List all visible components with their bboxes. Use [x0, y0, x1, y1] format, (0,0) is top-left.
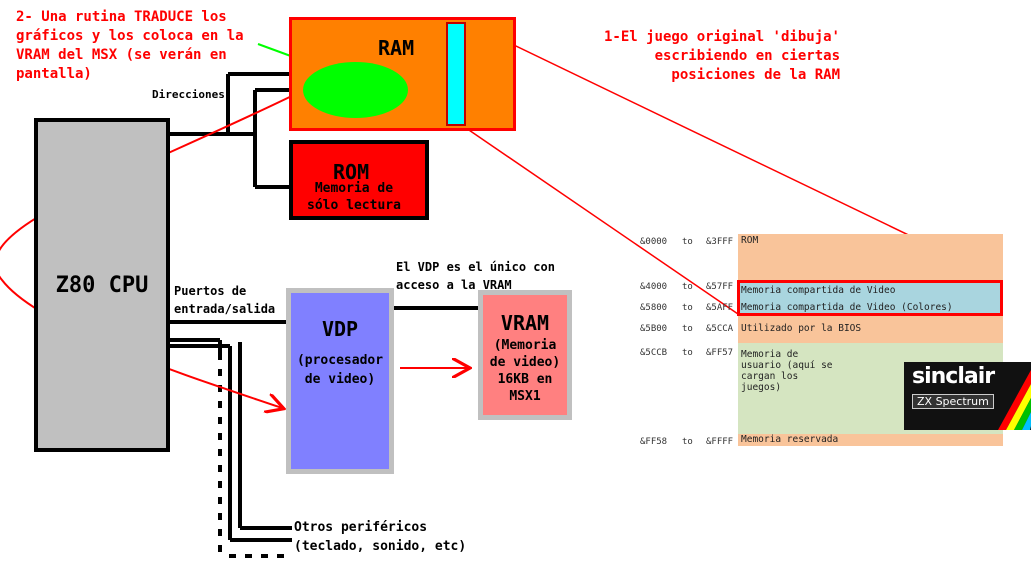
ram-to-map-line-bottom: [465, 127, 739, 315]
mm-end: &FFFF: [706, 437, 734, 447]
routine-note-line: pantalla): [16, 66, 92, 82]
vdp-sublabel-line: de video): [304, 372, 376, 387]
mm-row-reserved: Memoria reservada: [738, 434, 1003, 446]
ram-block: RAM: [289, 17, 516, 131]
mm-row-rom: ROM: [738, 234, 1003, 280]
original-note-line: escribiendo en ciertas: [654, 48, 840, 64]
vram-block: VRAM (Memoria de video) 16KB en MSX1: [478, 290, 572, 420]
mm-row-video-colors: Memoria compartida de Video (Colores): [738, 301, 1003, 315]
mm-to: to: [682, 303, 693, 313]
video-memory-highlight: [737, 280, 1003, 316]
sinclair-brand: sinclair: [912, 364, 995, 389]
mm-end: &5CCA: [706, 324, 734, 334]
rom-block: ROM Memoria de sólo lectura: [289, 140, 429, 220]
mm-start: &0000: [640, 237, 668, 247]
routine-note-line: gráficos y los coloca en la: [16, 28, 244, 44]
rom-sublabel-line: Memoria de: [314, 181, 394, 196]
mm-row-video: Memoria compartida de Video: [738, 282, 1003, 301]
io-bus: [168, 320, 292, 558]
original-note-line: posiciones de la RAM: [671, 67, 840, 83]
rom-label: ROM: [333, 160, 370, 184]
mm-end: &5AFF: [706, 303, 734, 313]
ram-routine-blob: [303, 62, 408, 118]
sinclair-logo: sinclair ZX Spectrum: [904, 362, 1031, 430]
vdp-sublabel-line: (procesador: [296, 353, 384, 368]
vdp-label: VDP: [321, 317, 359, 341]
mm-to: to: [682, 324, 693, 334]
routine-note-line: 2- Una rutina TRADUCE los: [16, 9, 227, 25]
vdp-access-line: El VDP es el único con: [396, 260, 555, 274]
routine-note: 2- Una rutina TRADUCE los gráficos y los…: [16, 8, 244, 84]
mm-to: to: [682, 282, 693, 292]
puertos-label: Puertos de entrada/salida: [174, 282, 275, 318]
mm-end: &57FF: [706, 282, 734, 292]
mm-start: &4000: [640, 282, 668, 292]
mm-row-bios: Utilizado por la BIOS: [738, 316, 1003, 343]
mm-start: &5800: [640, 303, 668, 313]
puertos-label-line: Puertos de: [174, 284, 247, 298]
puertos-label-line: entrada/salida: [174, 302, 276, 316]
rom-sublabel-line: sólo lectura: [307, 198, 401, 213]
mm-start: &FF58: [640, 437, 668, 447]
vram-label: VRAM: [500, 311, 550, 335]
otros-label: Otros periféricos (teclado, sonido, etc): [294, 518, 466, 556]
otros-label-line: Otros periféricos: [294, 520, 428, 535]
rom-sublabel: Memoria de sólo lectura: [307, 180, 401, 214]
mm-end: &FF57: [706, 348, 734, 358]
mm-end: &3FFF: [706, 237, 734, 247]
mm-start: &5B00: [640, 324, 668, 334]
otros-label-line: (teclado, sonido, etc): [294, 539, 467, 554]
vdp-sublabel: (procesador de video): [291, 351, 389, 389]
direcciones-label: Direcciones: [152, 88, 225, 101]
spectrum-model: ZX Spectrum: [912, 394, 994, 409]
vdp-block: VDP (procesador de video): [286, 288, 394, 474]
address-bus: [168, 72, 290, 189]
cpu-block: Z80 CPU: [34, 118, 170, 452]
mm-to: to: [682, 348, 693, 358]
vdp-access-label: El VDP es el único con acceso a la VRAM: [396, 258, 555, 294]
rainbow-stripes-icon: [998, 370, 1031, 430]
vram-sublabel-line: de video): [489, 355, 561, 370]
cpu-label: Z80 CPU: [55, 272, 149, 298]
original-note: 1-El juego original 'dibuja' escribiendo…: [578, 28, 840, 85]
mm-to: to: [682, 237, 693, 247]
vram-sublabel-line: (Memoria: [493, 338, 557, 353]
vram-sublabel-line: MSX1: [509, 389, 541, 404]
routine-note-line: VRAM del MSX (se verán en: [16, 47, 227, 63]
vram-sublabel-line: 16KB en: [497, 372, 553, 387]
ram-video-area: [446, 22, 466, 126]
mm-to: to: [682, 437, 693, 447]
original-note-line: 1-El juego original 'dibuja': [603, 29, 840, 45]
mm-start: &5CCB: [640, 348, 668, 358]
ram-label: RAM: [378, 36, 415, 60]
vram-sublabel: (Memoria de video) 16KB en MSX1: [483, 337, 567, 405]
vdp-access-line: acceso a la VRAM: [396, 278, 512, 292]
